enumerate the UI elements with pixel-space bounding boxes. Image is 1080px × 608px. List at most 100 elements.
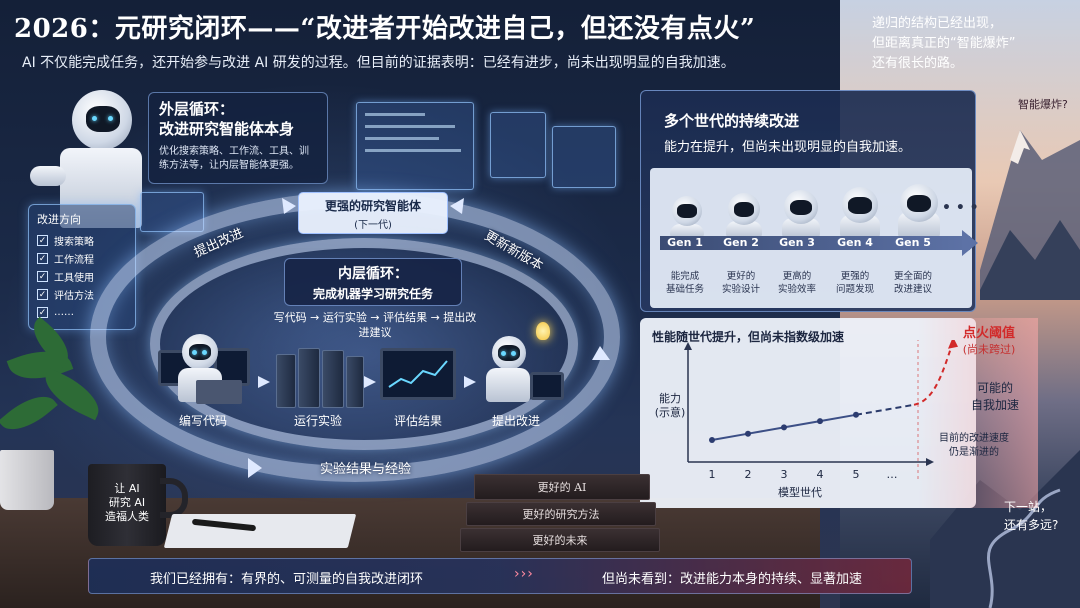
gen-robot-head xyxy=(842,187,878,223)
direction-label: 工作流程 xyxy=(54,254,94,266)
ylabel-line: (示意) xyxy=(654,406,686,419)
chart-ylabel: 能力 (示意) xyxy=(652,392,688,420)
gen-desc-line: 更好的 xyxy=(726,271,756,282)
arrow-head-icon xyxy=(592,346,610,360)
acceleration-arrow xyxy=(948,340,958,349)
outer-loop-panel: 外层循环： 改进研究智能体本身 优化搜索策略、工作流、工具、训练方法等，让内层智… xyxy=(148,92,328,184)
gen-desc-line: 实验设计 xyxy=(721,284,760,295)
possible-line: 自我加速 xyxy=(970,398,1019,412)
checkbox-icon: ✓ xyxy=(37,234,48,246)
laptop-icon xyxy=(196,380,242,404)
stronger-agent-box: 更强的研究智能体 (下一代) xyxy=(298,192,448,234)
book-title: 更好的 AI xyxy=(537,481,587,494)
checkbox-icon: ✓ xyxy=(37,288,48,300)
book: 更好的研究方法 xyxy=(466,502,656,526)
gen-robot-body xyxy=(726,221,762,238)
direction-item: ✓评估方法 xyxy=(37,285,127,303)
gen-desc-line: 改进建议 xyxy=(893,284,932,295)
data-point xyxy=(709,437,715,443)
robot-arm xyxy=(30,166,66,186)
mug-text: 研究 AI xyxy=(108,496,146,509)
data-point xyxy=(853,411,859,418)
robot-face xyxy=(790,199,812,216)
data-point xyxy=(745,430,751,437)
gen-robot-body xyxy=(782,218,820,238)
robot-eye xyxy=(92,116,97,121)
x-tick-label: 4 xyxy=(817,468,824,481)
evaluation-monitor xyxy=(380,348,456,400)
hologram-screen xyxy=(552,126,616,188)
arrow-right-icon xyxy=(258,376,270,388)
server-rack-icon xyxy=(298,348,320,408)
inner-loop-description: 写代码 → 运行实验 → 评估结果 → 提出改进建议 xyxy=(273,311,477,339)
x-axis-label: 模型世代 xyxy=(778,485,822,499)
mug-text: 让 AI xyxy=(114,482,140,495)
robot-head xyxy=(492,336,526,370)
x-tick-label: 5 xyxy=(853,468,860,481)
gen-label: Gen 5 xyxy=(895,236,931,249)
possible-line: 可能的 xyxy=(976,381,1013,395)
gen-desc: 更强的问题发现 xyxy=(827,270,883,296)
ylabel-line: 能力 xyxy=(659,392,681,405)
page-subtitle: AI 不仅能完成任务，还开始参与改进 AI 研发的过程。但目前的证据表明：已经有… xyxy=(22,55,735,71)
gen-robot-body xyxy=(670,224,704,238)
page-title: 2026：元研究闭环——“改进者开始改进自己，但还没有点火” xyxy=(14,14,756,44)
step-write-code: 编写代码 xyxy=(178,414,227,428)
gen-label: Gen 4 xyxy=(837,236,873,249)
current-speed-note: 目前的改进速度 仍是渐进的 xyxy=(934,432,1014,460)
book-title: 更好的研究方法 xyxy=(522,508,600,521)
possible-acceleration: 可能的 自我加速 xyxy=(960,380,1030,414)
direction-label: 工具使用 xyxy=(54,272,94,284)
robot-face xyxy=(498,345,520,361)
x-tick-label: 3 xyxy=(781,468,788,481)
threshold-zone xyxy=(918,318,1038,508)
gen-desc-line: 更强的 xyxy=(840,271,870,282)
gen-robot-head xyxy=(672,196,702,226)
direction-item: ✓ 工作流程 xyxy=(37,249,127,267)
direction-item: ✓工具使用 xyxy=(37,267,127,285)
x-axis-arrow xyxy=(926,458,934,466)
gen-desc-line: 问题发现 xyxy=(835,284,874,295)
plant-pot xyxy=(0,450,54,510)
experiment-feedback-label: 实验结果与经验 xyxy=(320,462,412,477)
step-evaluate-results: 评估结果 xyxy=(393,414,442,428)
lightbulb-icon xyxy=(536,322,550,340)
note-line: 递归的结构已经出现， xyxy=(872,16,1003,31)
checkbox-icon: ✓ xyxy=(37,306,48,318)
gen-desc: 更好的实验设计 xyxy=(713,270,769,296)
robot-head xyxy=(182,334,218,370)
top-right-note: 递归的结构已经出现， 但距离真正的“智能爆炸” 还有很长的路。 xyxy=(872,14,1072,74)
inner-loop-subtitle: 完成机器学习研究任务 xyxy=(312,287,433,301)
gen-robot-head xyxy=(728,193,760,225)
gen-label: Gen 2 xyxy=(723,236,759,249)
outer-loop-title-2: 改进研究智能体本身 xyxy=(159,120,295,138)
next-stop-line: 下一站， xyxy=(1004,500,1053,514)
server-rack-icon xyxy=(276,354,296,408)
summary-have: 我们已经拥有：有界的、可测量的自我改进闭环 xyxy=(150,572,424,587)
gen-desc-line: 能完成 xyxy=(670,271,700,282)
inner-loop-title: 内层循环： xyxy=(338,266,408,282)
robot-head xyxy=(72,90,132,150)
robot-eye xyxy=(202,350,207,355)
gen-robot-body xyxy=(840,215,880,238)
book-title: 更好的未来 xyxy=(532,534,588,547)
checkbox-icon: ✓ xyxy=(37,252,48,264)
generations-title: 多个世代的持续改进 xyxy=(664,112,800,130)
direction-label: …… xyxy=(54,306,74,318)
plant xyxy=(0,316,110,460)
gen-desc: 更高的实验效率 xyxy=(769,270,825,296)
hologram-screen xyxy=(356,102,474,190)
x-tick-label: 2 xyxy=(745,468,752,481)
data-point xyxy=(781,424,787,431)
robot-eye xyxy=(192,350,197,355)
outer-loop-description: 优化搜索策略、工作流、工具、训练方法等，让内层智能体更强。 xyxy=(159,146,309,171)
inner-loop-title-box: 内层循环： 完成机器学习研究任务 xyxy=(284,258,462,306)
hologram-screen xyxy=(490,112,546,178)
robot-eye xyxy=(108,116,113,121)
book: 更好的 AI xyxy=(474,474,650,500)
gen-desc: 能完成基础任务 xyxy=(657,270,713,296)
threshold-title: 点火阈值 xyxy=(962,326,1015,341)
